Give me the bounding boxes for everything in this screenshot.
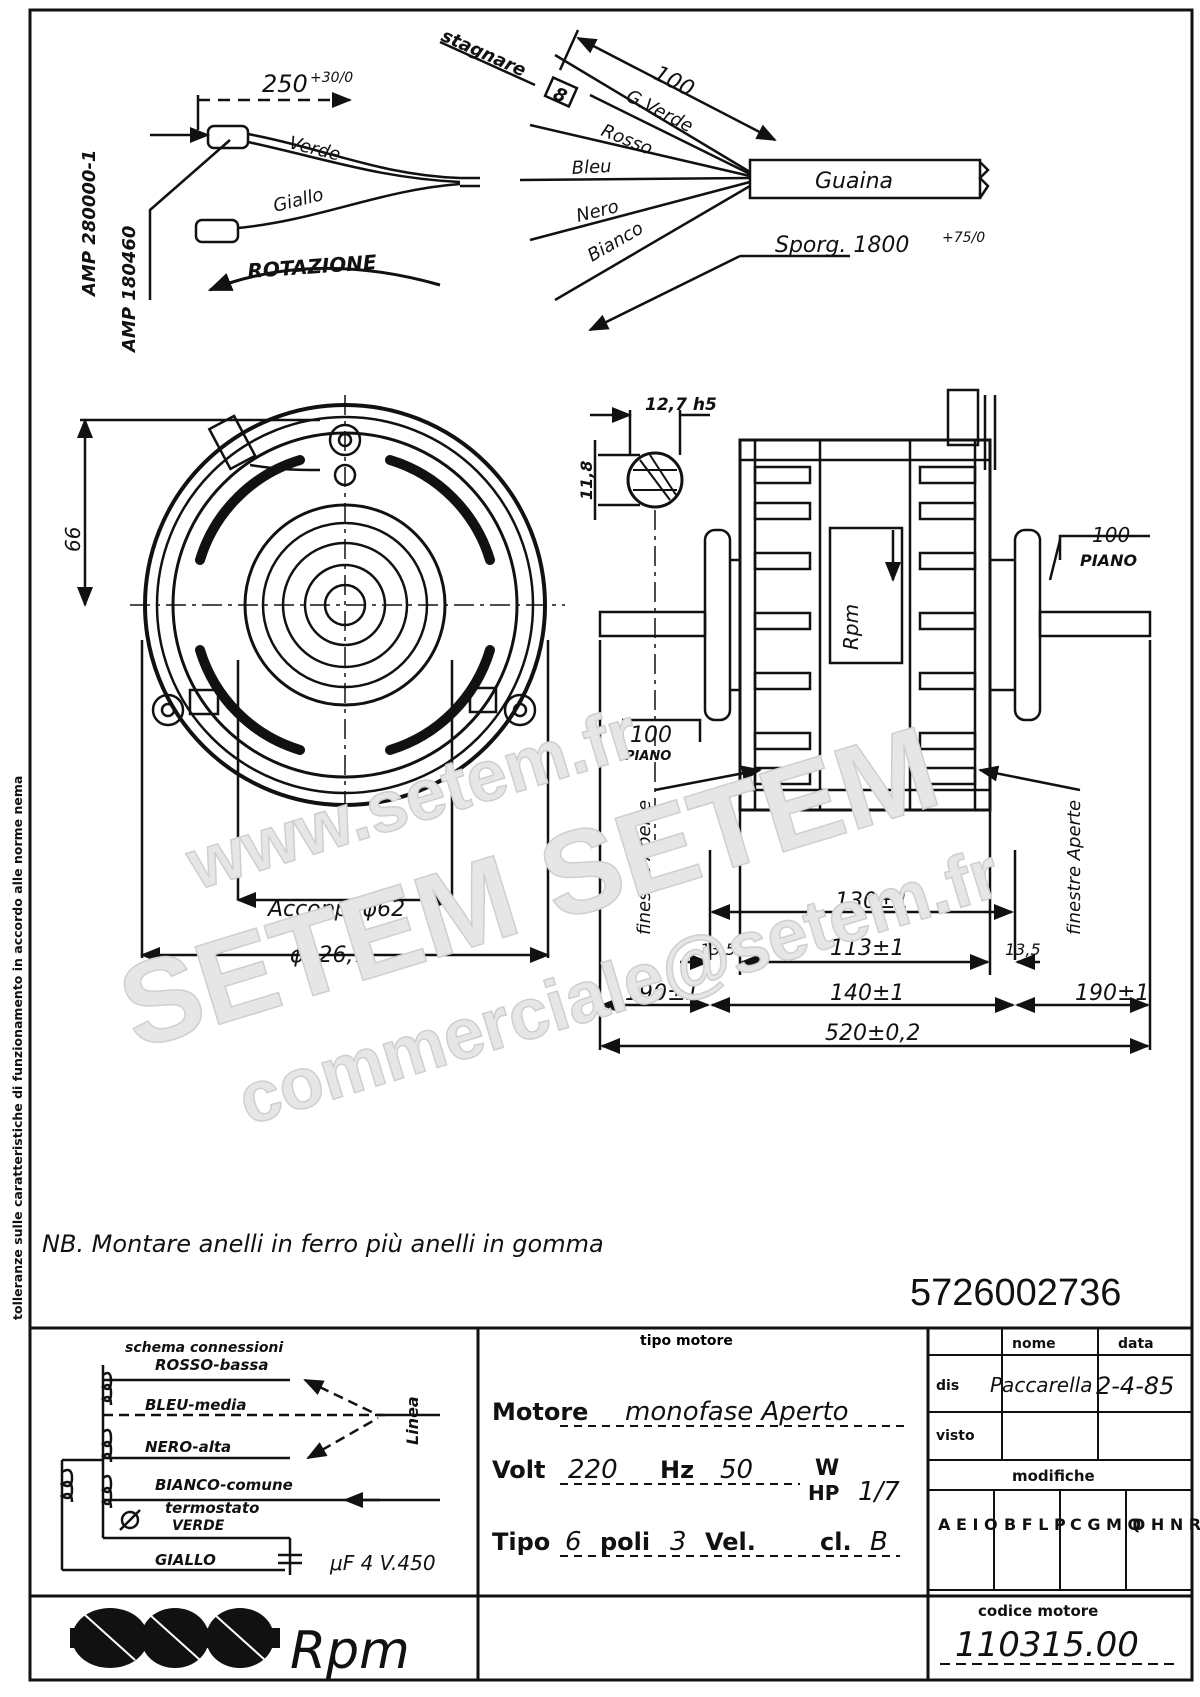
schema-termostato: termostato (165, 1499, 259, 1517)
assembly-note: NB. Montare anelli in ferro più anelli i… (42, 1230, 604, 1258)
wire-bleu-label: Bleu (571, 156, 612, 179)
dim-13-5-left: 13,5 (700, 940, 736, 959)
part-number: 5726002736 (910, 1272, 1121, 1314)
rpm-logo (70, 1608, 280, 1668)
finestre-left: finestre Aperte (634, 800, 655, 935)
wiring-diagram (148, 29, 990, 332)
tolerance-note: tolleranze sulle caratteristiche di funz… (10, 776, 25, 1320)
poli-value: 3 (670, 1527, 687, 1557)
hp-label: HP (808, 1481, 839, 1505)
schema-bianco: BIANCO-comune (155, 1476, 293, 1494)
poli-label: poli (600, 1528, 650, 1556)
field-underlines (560, 1425, 910, 1557)
sporg-label: Sporg. 1800 (775, 233, 909, 258)
wire-nero-label: Nero (574, 196, 621, 227)
hz-label: Hz (660, 1456, 694, 1484)
nome-header: nome (1012, 1336, 1056, 1352)
sporg-tolerance: +75/0 (942, 230, 985, 246)
length-250-tolerance: +30/0 (310, 70, 353, 86)
outer-diameter: ϕ126,7 (290, 943, 368, 968)
schema-linea: Linea (403, 1396, 422, 1445)
capacitor-label: μF 4 V.450 (329, 1551, 436, 1575)
signature: Paccarella (990, 1373, 1092, 1397)
length-250-label: 250 (262, 70, 308, 98)
vel-label: Vel. (705, 1528, 756, 1556)
mods-col-2: B F L P (1004, 1515, 1066, 1534)
dim-190-left: 190±1 (625, 981, 699, 1006)
schema-verde: VERDE (172, 1518, 225, 1534)
motor-type-title: tipo motore (640, 1333, 733, 1349)
shaft-diameter-label: 12,7 h5 (645, 395, 717, 415)
volt-label: Volt (492, 1456, 545, 1484)
dim-140: 140±1 (830, 981, 904, 1006)
motor-front-view (77, 395, 565, 963)
connector-amp-180460: AMP 180460 (119, 226, 140, 354)
title-block-grid (30, 1326, 1192, 1680)
dim-113: 113±1 (830, 936, 904, 961)
schema-nero: NERO-alta (145, 1438, 231, 1456)
wire-bianco-label: Bianco (584, 218, 647, 267)
visto-label: visto (936, 1428, 975, 1444)
cl-label: cl. (820, 1528, 852, 1556)
dim-13-5-right: 13,5 (1005, 940, 1041, 959)
modifiche-label: modifiche (1012, 1467, 1095, 1485)
mods-col-1: A E I O (938, 1515, 998, 1534)
codice-value: 110315.00 (955, 1625, 1139, 1665)
mods-col-4: D H N R (1132, 1515, 1200, 1534)
dis-label: dis (936, 1378, 959, 1394)
hp-value: 1/7 (858, 1477, 900, 1507)
wire-rosso-label: Rosso (598, 120, 655, 159)
tipo-label: Tipo (492, 1528, 550, 1556)
data-header: data (1118, 1336, 1154, 1352)
logo-text: Rpm (290, 1621, 410, 1681)
date-value: 2-4-85 (1096, 1372, 1174, 1400)
hz-value: 50 (720, 1455, 753, 1485)
motor-side-view (590, 388, 1152, 1054)
tipo-value: 6 (565, 1527, 582, 1557)
sheath-label: Guaina (815, 169, 893, 194)
schema-title: schema connessioni (125, 1340, 283, 1356)
coupling-diameter: Accopp. ϕ62 (266, 897, 405, 922)
stagnare-length: 8 (550, 83, 570, 107)
schema-giallo: GIALLO (155, 1551, 216, 1569)
connection-schema (59, 1365, 440, 1575)
sheet-frame (28, 8, 1194, 1682)
rotation-label: ROTAZIONE (247, 250, 378, 283)
wire-verde-label: Verde (287, 132, 343, 165)
connector-amp-280000: AMP 280000-1 (79, 150, 100, 298)
mods-col-3: C G M Q (1070, 1515, 1141, 1534)
piano-left-label: PIANO (625, 749, 671, 764)
dim-130: 130±1 (835, 889, 909, 914)
dim-520: 520±0,2 (825, 1021, 920, 1046)
piano-right-label: PIANO (1080, 551, 1137, 570)
codice-label: codice motore (978, 1602, 1098, 1620)
piano-right-value: 100 (1092, 523, 1130, 547)
w-label: W (815, 1456, 839, 1481)
piano-left-value: 100 (630, 723, 672, 748)
motore-value: monofase Aperto (625, 1397, 849, 1427)
schema-rosso: ROSSO-bassa (155, 1356, 268, 1374)
dim-66: 66 (61, 527, 85, 552)
motore-label: Motore (492, 1398, 588, 1426)
schema-bleu: BLEU-media (145, 1396, 246, 1414)
shaft-flat-label: 11,8 (577, 461, 596, 500)
wire-giallo-label: Giallo (271, 184, 326, 217)
body-brand: Rpm (839, 604, 863, 650)
finestre-right: finestre Aperte (1064, 800, 1085, 935)
cl-value: B (870, 1527, 888, 1557)
volt-value: 220 (568, 1455, 618, 1485)
stagnare-label: stagnare (438, 25, 529, 81)
dim-190-right: 190±1 (1075, 981, 1149, 1006)
